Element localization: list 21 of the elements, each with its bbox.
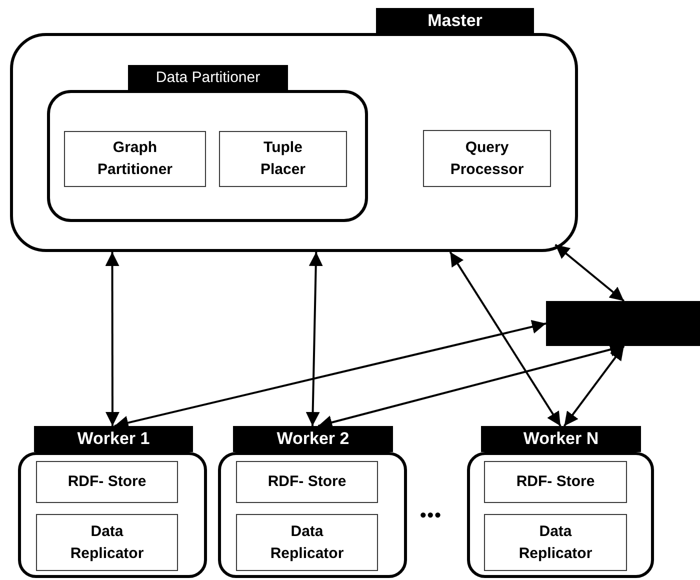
double-arrow — [105, 252, 120, 426]
double-arrow — [554, 244, 625, 302]
process-box — [546, 301, 700, 346]
title-tab: Data Partitioner — [128, 65, 288, 90]
component-box: Data Replicator — [236, 514, 378, 571]
title-tab: Master — [376, 8, 534, 33]
component-box: Graph Partitioner — [64, 131, 206, 187]
component-box: Data Replicator — [36, 514, 178, 571]
component-box: Data Replicator — [484, 514, 627, 571]
title-tab: Worker 1 — [34, 426, 193, 452]
component-box: Tuple Placer — [219, 131, 347, 187]
component-box: RDF- Store — [236, 461, 378, 503]
component-box: Query Processor — [423, 130, 551, 187]
title-tab: Worker N — [481, 426, 641, 452]
double-arrow — [563, 345, 625, 427]
ellipsis-text: ••• — [420, 505, 442, 526]
title-tab: Worker 2 — [233, 426, 393, 452]
component-box: RDF- Store — [36, 461, 178, 503]
double-arrow — [449, 251, 562, 427]
component-box: RDF- Store — [484, 461, 627, 503]
double-arrow — [306, 252, 323, 426]
